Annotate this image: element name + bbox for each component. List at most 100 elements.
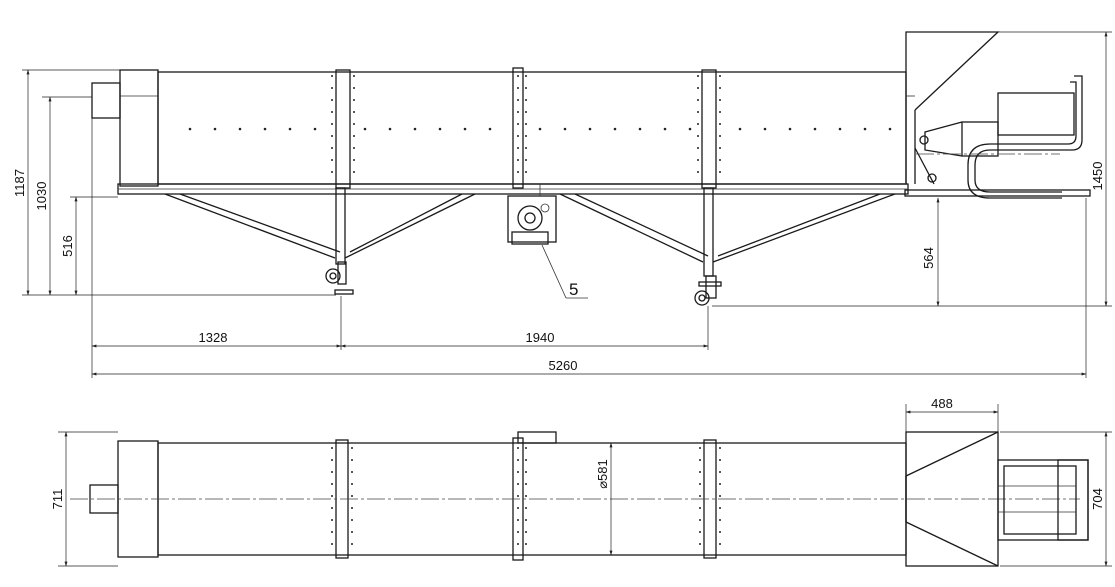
rivet-dot	[331, 459, 333, 461]
rivet-dot	[517, 447, 519, 449]
rivet-dot	[719, 87, 721, 89]
rivet-dot	[525, 147, 527, 149]
rivet-dot	[517, 495, 519, 497]
rivet-dot	[525, 531, 527, 533]
rivet-dot	[331, 471, 333, 473]
rivet-dot	[517, 171, 519, 173]
rivet-dot	[353, 147, 355, 149]
rivet-dot	[719, 543, 721, 545]
rivet-dot	[351, 519, 353, 521]
drum-dot	[488, 127, 492, 131]
rivet-dot	[351, 447, 353, 449]
rivet-dot	[719, 483, 721, 485]
rivet-dot	[697, 123, 699, 125]
drum-dot	[413, 127, 417, 131]
rivet-dot	[525, 135, 527, 137]
callout-number: 5	[569, 280, 578, 299]
rivet-dot	[517, 135, 519, 137]
side-view: 5	[12, 31, 1112, 378]
top-view: 711 488 ⌀581 704	[50, 396, 1112, 567]
rivet-dot	[517, 519, 519, 521]
rivet-dot	[331, 135, 333, 137]
drive-motor	[507, 184, 557, 245]
drum-dot	[238, 127, 242, 131]
rivet-dot	[699, 495, 701, 497]
rivet-dot	[331, 531, 333, 533]
rivet-dot	[331, 147, 333, 149]
rivet-dot	[353, 75, 355, 77]
rivet-dot	[525, 99, 527, 101]
rivet-dot	[331, 519, 333, 521]
rivet-dot	[699, 459, 701, 461]
rivet-dot	[517, 543, 519, 545]
outlet-pipe	[91, 82, 121, 119]
dim-581: ⌀581	[595, 459, 610, 489]
drum-dot	[863, 127, 867, 131]
rivet-dot	[699, 447, 701, 449]
rivet-dot	[517, 159, 519, 161]
rivet-dot	[517, 471, 519, 473]
drum-dot-row	[188, 127, 892, 131]
drum-body	[157, 71, 907, 185]
rivet-dot	[525, 447, 527, 449]
rivet-dot	[331, 75, 333, 77]
drum-dot	[688, 127, 692, 131]
rivet-dot	[517, 75, 519, 77]
rivet-dot	[525, 459, 527, 461]
drum-dot	[663, 127, 667, 131]
dim-704: 704	[1090, 488, 1105, 510]
dim-5260: 5260	[549, 358, 578, 373]
caster-wheels	[325, 261, 722, 306]
dim-488: 488	[931, 396, 953, 411]
rivet-dot	[525, 111, 527, 113]
rivet-dot	[353, 111, 355, 113]
rivet-dot	[697, 111, 699, 113]
rivet-dot	[697, 171, 699, 173]
ring-rivets-top	[331, 447, 721, 545]
drum-dot	[263, 127, 267, 131]
rivet-dot	[719, 531, 721, 533]
rivet-dot	[719, 135, 721, 137]
drum-dot	[538, 127, 542, 131]
drum-dot	[388, 127, 392, 131]
rivet-dot	[719, 99, 721, 101]
drum-dot	[613, 127, 617, 131]
rivet-dot	[517, 111, 519, 113]
rivet-dot	[525, 543, 527, 545]
dim-564: 564	[921, 247, 936, 269]
rivet-dot	[331, 111, 333, 113]
rivet-dot	[353, 99, 355, 101]
rivet-dot	[525, 171, 527, 173]
rivet-dot	[699, 507, 701, 509]
rivet-dot	[353, 123, 355, 125]
rivet-dot	[697, 135, 699, 137]
motor-top	[517, 431, 557, 444]
rivet-dot	[699, 471, 701, 473]
rivet-dot	[525, 495, 527, 497]
rivet-dot	[719, 123, 721, 125]
rivet-dot	[525, 87, 527, 89]
rivet-dot	[331, 171, 333, 173]
fan-motor	[916, 75, 1083, 199]
rivet-dot	[331, 123, 333, 125]
rivet-dot	[525, 75, 527, 77]
drum-dot	[463, 127, 467, 131]
rivet-dot	[331, 543, 333, 545]
rivet-dot	[353, 87, 355, 89]
rivet-dot	[697, 159, 699, 161]
drum-dot	[363, 127, 367, 131]
rivet-dot	[331, 447, 333, 449]
drum-dot	[288, 127, 292, 131]
dim-1450: 1450	[1090, 162, 1105, 191]
drum-dot	[588, 127, 592, 131]
drum-dot	[888, 127, 892, 131]
dim-1328: 1328	[199, 330, 228, 345]
drum-rings	[335, 67, 717, 189]
rivet-dot	[525, 507, 527, 509]
rivet-dot	[525, 483, 527, 485]
rivet-dot	[331, 483, 333, 485]
rivet-dot	[517, 507, 519, 509]
rivet-dot	[697, 87, 699, 89]
rivet-dot	[517, 147, 519, 149]
drum-dot	[813, 127, 817, 131]
